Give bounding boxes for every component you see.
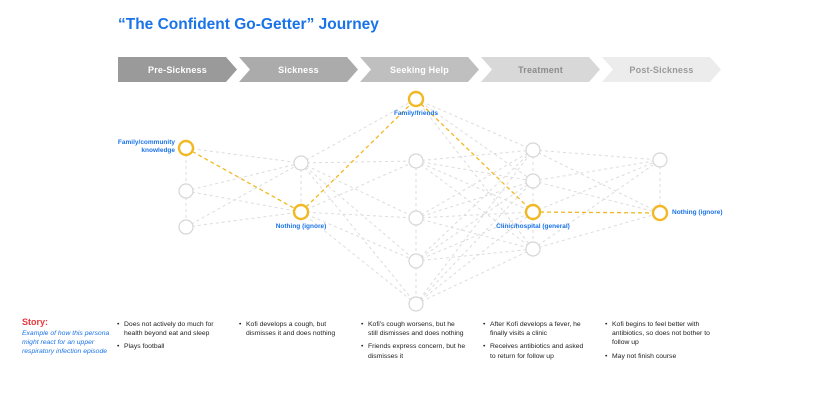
stage-chevron-pre-sickness: Pre-Sickness — [118, 57, 237, 82]
journey-node-highlighted — [292, 203, 310, 221]
journey-node-highlighted — [524, 203, 542, 221]
journey-edge — [185, 211, 302, 228]
journey-node — [408, 210, 424, 226]
page-title: “The Confident Go-Getter” Journey — [118, 16, 379, 33]
journey-edge — [300, 162, 417, 262]
note-bullet: Kofi’s cough worsens, but he still dismi… — [361, 320, 466, 338]
note-bullet: Receives antibiotics and asked to return… — [483, 342, 588, 360]
note-list: Kofi develops a cough, but dismisses it … — [238, 320, 344, 338]
note-list: Kofi’s cough worsens, but he still dismi… — [360, 320, 466, 361]
journey-edge — [415, 217, 534, 250]
journey-edge — [532, 212, 661, 250]
journey-edge — [532, 149, 661, 214]
journey-edge — [300, 211, 417, 262]
note-bullet: May not finish course — [605, 352, 710, 361]
stage-notes-column: After Kofi develops a fever, he finally … — [482, 320, 604, 365]
journey-edge — [415, 211, 534, 305]
journey-node — [525, 241, 541, 257]
journey-edge — [300, 98, 417, 213]
stage-chevron-sickness: Sickness — [239, 57, 358, 82]
journey-edge — [415, 248, 534, 305]
journey-edge — [415, 98, 534, 213]
journey-edge — [185, 147, 302, 213]
journey-edge — [185, 147, 302, 164]
stage-notes-column: Does not actively do much for health bey… — [116, 320, 238, 365]
journey-edge — [532, 159, 661, 182]
journey-edge — [415, 98, 534, 151]
journey-edge — [532, 211, 661, 214]
note-bullet: Kofi develops a cough, but dismisses it … — [239, 320, 344, 338]
node-label: Family/friends — [393, 110, 439, 117]
journey-edge — [415, 149, 534, 162]
note-list: Does not actively do much for health bey… — [116, 320, 222, 352]
journey-edge — [532, 149, 661, 161]
journey-edge — [415, 248, 534, 262]
journey-node — [178, 219, 194, 235]
stage-chevron-seeking-help: Seeking Help — [360, 57, 479, 82]
stage-notes-column: Kofi’s cough worsens, but he still dismi… — [360, 320, 482, 365]
note-bullet: Kofi begins to feel better with antibiot… — [605, 320, 710, 348]
node-label: Family/community knowledge — [117, 139, 175, 155]
journey-node — [652, 152, 668, 168]
journey-edge — [415, 149, 534, 305]
journey-edge — [300, 211, 417, 305]
note-list: After Kofi develops a fever, he finally … — [482, 320, 588, 361]
journey-edge — [300, 98, 417, 164]
journey-edge — [300, 211, 417, 219]
journey-node — [408, 296, 424, 312]
journey-edge — [415, 211, 534, 219]
node-label: Nothing (ignore) — [672, 209, 723, 216]
journey-node — [178, 183, 194, 199]
journey-node — [408, 153, 424, 169]
journey-node — [525, 173, 541, 189]
journey-edge — [415, 211, 534, 262]
stage-chevron-post-sickness: Post-Sickness — [602, 57, 721, 82]
journey-edge — [300, 160, 417, 213]
story-block: Story: Example of how this persona might… — [22, 317, 116, 357]
journey-edge — [532, 159, 661, 250]
journey-edge — [532, 180, 661, 214]
stage-notes: Does not actively do much for health bey… — [116, 320, 726, 365]
journey-node — [525, 142, 541, 158]
journey-edge — [300, 162, 417, 305]
stage-notes-column: Kofi develops a cough, but dismisses it … — [238, 320, 360, 365]
note-bullet: Plays football — [117, 342, 222, 351]
journey-node — [408, 253, 424, 269]
journey-edge — [415, 180, 534, 305]
journey-edge — [185, 162, 302, 228]
journey-edge — [300, 162, 417, 219]
journey-node-highlighted — [177, 139, 195, 157]
journey-node-highlighted — [651, 204, 669, 222]
journey-edge — [415, 180, 534, 262]
note-bullet: Friends express concern, but he dismisse… — [361, 342, 466, 360]
journey-edge — [415, 149, 534, 262]
note-list: Kofi begins to feel better with antibiot… — [604, 320, 710, 361]
node-label: Clinic/hospital (general) — [496, 223, 570, 230]
story-heading: Story: — [22, 317, 49, 327]
note-bullet: After Kofi develops a fever, he finally … — [483, 320, 588, 338]
journey-edge — [185, 190, 302, 213]
journey-node-highlighted — [407, 90, 425, 108]
journey-edge — [415, 149, 534, 219]
note-bullet: Does not actively do much for health bey… — [117, 320, 222, 338]
journey-edge — [532, 159, 661, 213]
journey-edge — [185, 162, 302, 192]
stage-chevron-treatment: Treatment — [481, 57, 600, 82]
stage-notes-column: Kofi begins to feel better with antibiot… — [604, 320, 726, 365]
journey-edge — [415, 160, 534, 182]
journey-edge — [415, 98, 534, 250]
journey-node — [293, 155, 309, 171]
story-description: Example of how this persona might react … — [22, 330, 110, 356]
journey-edge — [415, 180, 534, 219]
node-label: Nothing (ignore) — [275, 223, 327, 230]
journey-edge — [300, 160, 417, 164]
